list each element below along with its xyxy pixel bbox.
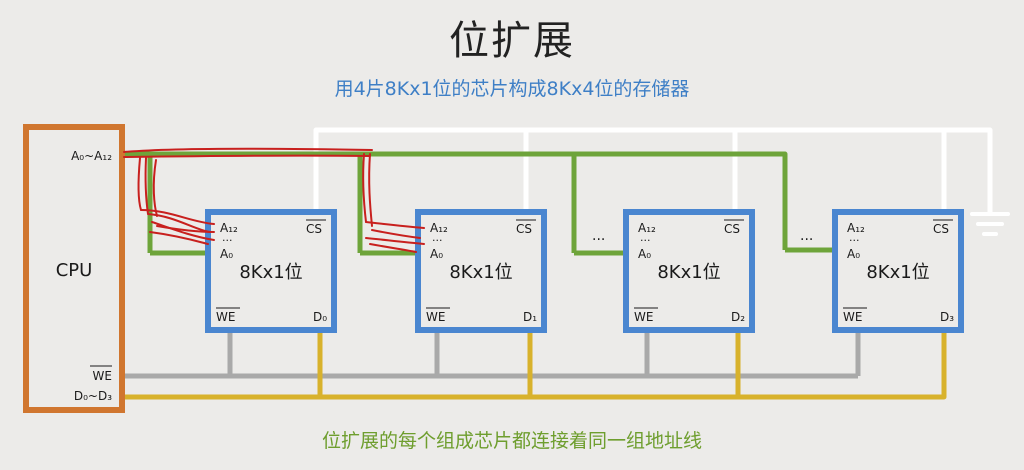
page-subtitle: 用4片8Kx1位的芯片构成8Kx4位的存储器 <box>334 78 690 100</box>
footer-note: 位扩展的每个组成芯片都连接着同一组地址线 <box>321 430 702 452</box>
chip-addr-high: A₁₂ <box>220 221 238 235</box>
cpu-label: CPU <box>56 260 93 281</box>
chip-addr-low: A₀ <box>220 247 233 261</box>
chip-addr-high: A₁₂ <box>638 221 656 235</box>
bus-dots-chip-3: ··· <box>800 232 813 248</box>
chip-we-label: WE <box>634 310 653 324</box>
cpu-we-label: WE <box>93 369 112 383</box>
chip-we-label: WE <box>426 310 445 324</box>
chip-addr-high: A₁₂ <box>847 221 865 235</box>
we-bus <box>123 330 861 379</box>
chip-name: 8Kx1位 <box>239 262 302 283</box>
chip-cs-label: CS <box>306 222 322 236</box>
chip-we-label: WE <box>216 310 235 324</box>
chip-name: 8Kx1位 <box>657 262 720 283</box>
chip-cs-label: CS <box>933 222 949 236</box>
chip-addr-high: A₁₂ <box>430 221 448 235</box>
chip-cs-label: CS <box>724 222 740 236</box>
chip-cs-label: CS <box>516 222 532 236</box>
data-bus <box>123 330 947 400</box>
cs-ground-line <box>313 127 993 225</box>
page-title: 位扩展 <box>449 18 575 64</box>
chip-name: 8Kx1位 <box>866 262 929 283</box>
chip-data-label: D₁ <box>523 310 537 324</box>
chip-addr-dots: ··· <box>849 234 860 247</box>
memory-chip-1: A₁₂ ··· A₀ CS 8Kx1位 WE D₁ <box>415 209 547 333</box>
memory-chip-2: A₁₂ ··· A₀ CS 8Kx1位 WE D₂ <box>623 209 755 333</box>
chip-addr-dots: ··· <box>222 234 233 247</box>
memory-chip-3: A₁₂ ··· A₀ CS 8Kx1位 WE D₃ <box>832 209 964 333</box>
chip-addr-low: A₀ <box>847 247 860 261</box>
hand-drawn-annotation <box>123 147 425 253</box>
chip-addr-dots: ··· <box>432 234 443 247</box>
chip-data-label: D₂ <box>731 310 745 324</box>
chip-addr-dots: ··· <box>640 234 651 247</box>
chip-name: 8Kx1位 <box>449 262 512 283</box>
cpu-block: CPU A₀~A₁₂ WE D₀~D₃ <box>23 124 125 413</box>
chip-data-label: D₃ <box>940 310 954 324</box>
chip-we-label: WE <box>843 310 862 324</box>
chip-addr-low: A₀ <box>430 247 443 261</box>
memory-chip-0: A₁₂ ··· A₀ CS 8Kx1位 WE D₀ <box>205 209 337 333</box>
ground-symbol-icon <box>970 212 1010 236</box>
cpu-data-label: D₀~D₃ <box>74 389 112 403</box>
bus-dots-chip-2: ··· <box>592 232 605 248</box>
chip-data-label: D₀ <box>313 310 327 324</box>
address-bus <box>123 151 835 256</box>
cpu-address-label: A₀~A₁₂ <box>71 149 112 163</box>
chip-addr-low: A₀ <box>638 247 651 261</box>
